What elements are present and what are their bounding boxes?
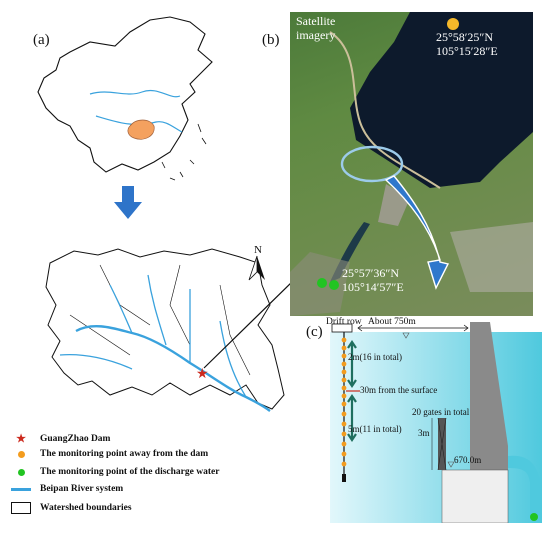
- beipan-river: [59, 274, 271, 412]
- legend-item: Beipan River system: [10, 484, 123, 494]
- reservoir: [350, 12, 533, 188]
- watershed-map: ★: [45, 248, 285, 412]
- china-outline: [37, 16, 213, 173]
- discharge-point: [329, 280, 339, 290]
- coord-north-lon: 105°15′28″E: [436, 44, 498, 58]
- spacing-bottom-label: 5m(11 in total): [348, 424, 402, 434]
- legend-item: The monitoring point away from the dam: [10, 449, 208, 459]
- discharge-point: [317, 278, 327, 288]
- anchor: [342, 474, 346, 482]
- zoom-arrow-icon: [384, 175, 450, 290]
- depth-label: 30m from the surface: [360, 385, 438, 395]
- box-icon: [10, 502, 32, 514]
- gate-height-label: 3m: [418, 428, 430, 438]
- spacing-top-label: 2m(16 in total): [348, 352, 402, 362]
- cross-section-panel: Drift row About 750m 2m(16 in total) 30m…: [326, 317, 542, 523]
- road: [329, 31, 441, 189]
- satellite-title: Satellite imagery: [296, 14, 336, 42]
- china-river: [95, 115, 183, 133]
- china-map: [37, 16, 213, 181]
- star-icon: ★: [16, 433, 26, 445]
- monitoring-point-north: [447, 18, 459, 30]
- water-level-icon: [402, 332, 410, 339]
- panel-label-a: (a): [33, 32, 50, 48]
- legend-label: Beipan River system: [40, 484, 124, 494]
- discharge-pipe: [508, 455, 540, 516]
- spacing-arrow-bottom: [347, 394, 357, 442]
- compass-label: N: [254, 244, 262, 256]
- china-river: [89, 90, 181, 98]
- drift-row-buoy: [331, 323, 353, 333]
- cross-section-diagram: [330, 322, 542, 523]
- dam-highlight-ellipse: [340, 145, 404, 183]
- legend-label: GuangZhao Dam: [40, 433, 111, 444]
- gates-label: 20 gates in total: [412, 407, 470, 417]
- down-arrow-icon: [114, 186, 142, 219]
- satellite-image: Satellite imagery 25°58′25″N 105°15′28″E…: [290, 12, 533, 316]
- legend-item: ★ GuangZhao Dam: [10, 432, 110, 445]
- coord-north-lat: 25°58′25″N: [436, 30, 494, 44]
- elevation-label: 670.0m: [454, 455, 482, 465]
- legend-label: Watershed boundaries: [40, 503, 132, 513]
- dam-star-icon: ★: [196, 367, 209, 382]
- dam-base: [441, 469, 509, 523]
- distance-label: About 750m: [368, 317, 416, 327]
- coast-islands: [161, 123, 207, 181]
- coord-south-lat: 25°57′36″N: [342, 266, 400, 280]
- legend-item: Watershed boundaries: [10, 502, 132, 514]
- spacing-arrow-top: [347, 340, 357, 388]
- study-province: [127, 119, 155, 140]
- panel-label-b: (b): [262, 32, 280, 48]
- distance-arrow: [357, 324, 469, 332]
- legend-item: The monitoring point of the discharge wa…: [10, 467, 219, 477]
- blue-line-icon: [10, 487, 32, 491]
- monitoring-dots: [341, 337, 347, 467]
- north-arrow-icon: [248, 255, 265, 281]
- legend-label: The monitoring point of the discharge wa…: [40, 467, 220, 477]
- elevation-icon: [447, 461, 455, 468]
- coord-south-lon: 105°14′57″E: [342, 280, 404, 294]
- orange-dot-icon: [10, 450, 32, 458]
- legend-label: The monitoring point away from the dam: [40, 449, 209, 459]
- drift-row-label: Drift row: [326, 317, 362, 327]
- satellite-scene: [290, 12, 533, 316]
- discharge-point: [530, 513, 538, 521]
- panel-label-c: (c): [306, 324, 323, 340]
- green-dot-icon: [10, 468, 32, 476]
- quarry: [450, 222, 533, 292]
